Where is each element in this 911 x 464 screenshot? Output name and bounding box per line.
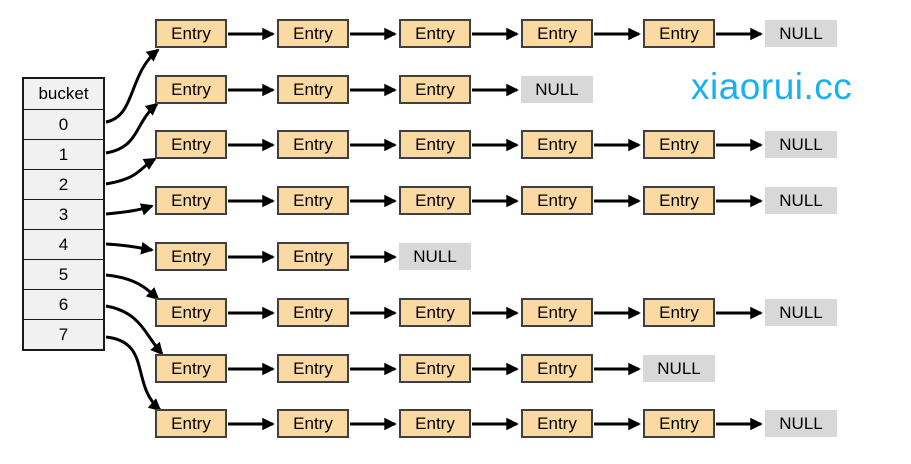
- null-node: NULL: [765, 187, 837, 214]
- null-node: NULL: [399, 243, 471, 270]
- bucket-cell-4: 4: [24, 229, 103, 259]
- entry-node: Entry: [155, 75, 227, 104]
- entry-node: Entry: [643, 409, 715, 438]
- bucket-table-header: bucket: [38, 84, 89, 103]
- entry-node: Entry: [399, 298, 471, 327]
- bucket-cell-2: 2: [24, 169, 103, 199]
- bucket-pointer-arrow-1: [105, 102, 159, 155]
- bucket-cell-0: 0: [24, 109, 103, 139]
- entry-node: Entry: [277, 75, 349, 104]
- bucket-pointer-arrow-7: [105, 335, 162, 412]
- entry-node: Entry: [521, 354, 593, 383]
- bucket-pointer-arrow-5: [105, 273, 160, 301]
- entry-node: Entry: [643, 130, 715, 159]
- bucket-cell-7: 7: [24, 319, 103, 349]
- entry-node: Entry: [277, 242, 349, 271]
- entry-node: Entry: [155, 354, 227, 383]
- entry-node: Entry: [399, 75, 471, 104]
- null-node: NULL: [765, 410, 837, 437]
- entry-node: Entry: [277, 409, 349, 438]
- entry-node: Entry: [399, 186, 471, 215]
- entry-node: Entry: [155, 130, 227, 159]
- entry-node: Entry: [643, 298, 715, 327]
- entry-node: Entry: [521, 130, 593, 159]
- entry-node: Entry: [643, 19, 715, 48]
- entry-node: Entry: [521, 409, 593, 438]
- null-node: NULL: [765, 299, 837, 326]
- bucket-pointer-arrow-6: [105, 304, 164, 356]
- entry-node: Entry: [155, 298, 227, 327]
- entry-node: Entry: [155, 186, 227, 215]
- entry-node: Entry: [521, 186, 593, 215]
- entry-node: Entry: [399, 130, 471, 159]
- bucket-pointer-arrow-2: [105, 157, 157, 186]
- bucket-cell-5: 5: [24, 259, 103, 289]
- bucket-pointer-arrow-3: [105, 203, 154, 216]
- watermark-text: xiaorui.cc: [691, 66, 853, 107]
- bucket-pointer-arrow-0: [105, 48, 160, 124]
- bucket-cell-6: 6: [24, 289, 103, 319]
- entry-node: Entry: [521, 19, 593, 48]
- entry-node: Entry: [277, 354, 349, 383]
- entry-node: Entry: [277, 186, 349, 215]
- entry-node: Entry: [643, 186, 715, 215]
- entry-node: Entry: [155, 19, 227, 48]
- entry-node: Entry: [399, 19, 471, 48]
- bucket-cell-3: 3: [24, 199, 103, 229]
- entry-node: Entry: [399, 409, 471, 438]
- entry-node: Entry: [277, 298, 349, 327]
- entry-node: Entry: [155, 242, 227, 271]
- entry-node: Entry: [277, 130, 349, 159]
- bucket-pointer-arrow-4: [105, 242, 154, 255]
- null-node: NULL: [643, 355, 715, 382]
- null-node: NULL: [765, 131, 837, 158]
- entry-node: Entry: [155, 409, 227, 438]
- entry-node: Entry: [399, 354, 471, 383]
- entry-node: Entry: [277, 19, 349, 48]
- entry-node: Entry: [521, 298, 593, 327]
- null-node: NULL: [765, 20, 837, 47]
- bucket-cell-1: 1: [24, 139, 103, 169]
- null-node: NULL: [521, 76, 593, 103]
